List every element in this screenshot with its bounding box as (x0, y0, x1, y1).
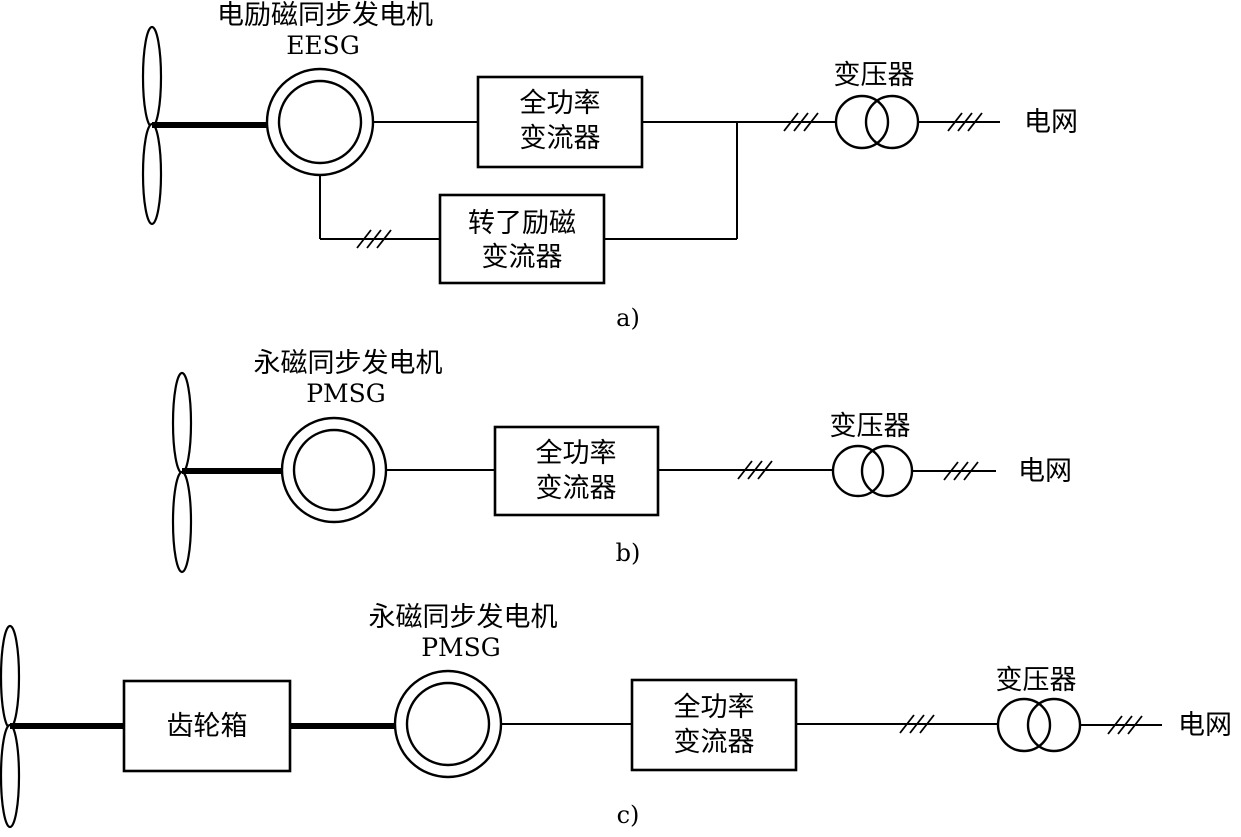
rotor-blades-c (0, 624, 21, 829)
generator-abbr-b: PMSG (306, 379, 386, 408)
gearbox-label-c: 齿轮箱 (167, 711, 248, 742)
caption-a: a) (616, 304, 640, 332)
transformer-label-c: 变压器 (996, 665, 1077, 696)
converter-label-line2-c: 变流器 (674, 727, 755, 758)
three-phase-ticks-c2 (1107, 715, 1143, 735)
transformer-symbol-c (996, 697, 1082, 753)
rotor-converter-label-line1-a: 转了励磁 (468, 208, 576, 239)
three-phase-ticks-b2 (943, 461, 979, 481)
diagram-a: 电励磁同步发电机 EESG 全功率 变流器 转了励磁 变流器 变压器 (141, 0, 1078, 332)
three-phase-ticks-c1 (899, 714, 935, 734)
converter-label-line2-a: 变流器 (520, 123, 601, 154)
full-power-converter-a (476, 75, 644, 169)
full-power-converter-b (493, 425, 660, 517)
generator-name-c: 永磁同步发电机 (369, 602, 558, 633)
transformer-symbol-b (831, 444, 914, 498)
generator-name-a: 电励磁同步发电机 (217, 0, 433, 31)
three-phase-ticks-b1 (737, 460, 773, 480)
grid-label-a: 电网 (1024, 107, 1078, 138)
full-power-converter-c (630, 678, 798, 772)
generator-name-b: 永磁同步发电机 (254, 348, 443, 379)
generator-abbr-c: PMSG (421, 633, 501, 662)
diagram-c: 齿轮箱 永磁同步发电机 PMSG 全功率 变流器 变压器 电网 c (0, 602, 1232, 829)
generator-symbol-a (265, 67, 375, 177)
three-phase-ticks-a2 (947, 112, 983, 132)
caption-c: c) (617, 801, 640, 829)
generator-symbol-b (280, 416, 388, 524)
converter-label-line2-b: 变流器 (536, 473, 617, 504)
diagram-b: 永磁同步发电机 PMSG 全功率 变流器 变压器 电网 b) (171, 348, 1072, 574)
converter-label-line1-c: 全功率 (674, 692, 755, 723)
transformer-symbol-a (834, 94, 920, 150)
transformer-label-a: 变压器 (834, 60, 915, 91)
converter-label-line1-b: 全功率 (536, 438, 617, 469)
three-phase-ticks-a1 (783, 112, 819, 132)
three-phase-ticks-rotor-a (356, 229, 392, 249)
caption-b: b) (616, 539, 641, 567)
converter-label-line1-a: 全功率 (520, 88, 601, 119)
rotor-converter-label-line2-a: 变流器 (482, 242, 563, 273)
grid-label-b: 电网 (1018, 456, 1072, 487)
transformer-label-b: 变压器 (830, 411, 911, 442)
rotor-blades-b (171, 371, 193, 574)
generator-symbol-c (393, 669, 503, 779)
gearbox-c (122, 679, 292, 773)
grid-label-c: 电网 (1178, 710, 1232, 741)
generator-abbr-a: EESG (286, 31, 360, 60)
